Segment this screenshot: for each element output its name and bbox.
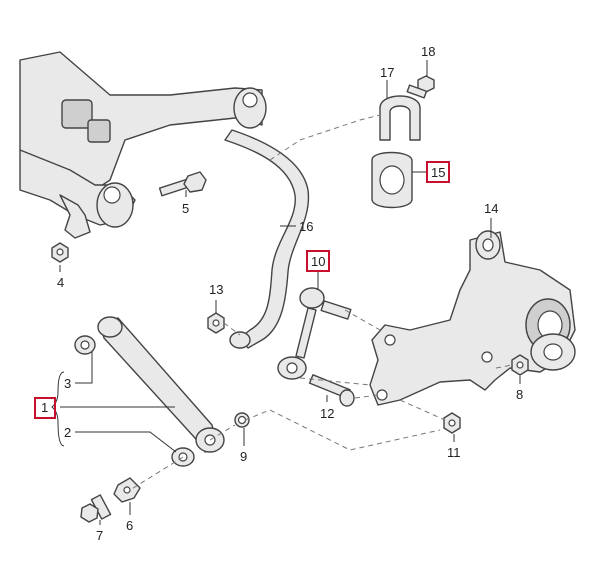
part-18-bolt [406,75,435,99]
leader-lines [51,60,521,525]
label-14: 14 [484,201,498,216]
part-11-nut [443,412,461,434]
part-3-bush [74,335,96,355]
assembly-lines [129,114,513,491]
part-12-bolt [308,374,355,407]
rear-subframe [19,51,267,239]
label-8: 8 [516,387,523,402]
highlight-boxes [34,161,450,419]
label-16: 16 [299,219,313,234]
label-5: 5 [182,201,189,216]
label-2: 2 [64,425,71,440]
part-5-bolt [158,171,207,197]
part-4-nut [51,242,69,263]
part-labels: 18 17 15 14 16 10 5 4 13 12 8 11 9 6 7 3… [41,44,523,543]
label-6: 6 [126,518,133,533]
part-14-wheel-bearing-housing [369,230,576,406]
label-12: 12 [320,406,334,421]
label-10: 10 [311,254,325,269]
part-15-bushing [371,151,413,209]
label-9: 9 [240,449,247,464]
part-16-stabilizer-bar [224,129,310,349]
part-7-bolt [80,494,112,523]
highlight-box-1 [34,397,56,419]
part-10-coupling-rod [277,287,352,380]
part-6-eccentric-washer [113,477,141,503]
part-13-nut [207,312,225,334]
label-17: 17 [380,65,394,80]
part-8-nut [511,354,529,376]
highlight-box-10 [306,250,330,272]
label-3: 3 [64,376,71,391]
label-1: 1 [41,400,48,415]
highlight-box-15 [426,161,450,183]
part-9-circlip [234,412,250,428]
part-1-lower-arm [97,316,225,453]
label-11: 11 [447,445,461,460]
label-13: 13 [209,282,223,297]
label-18: 18 [421,44,435,59]
label-7: 7 [96,528,103,543]
label-4: 4 [57,275,64,290]
label-15: 15 [431,165,445,180]
part-17-clamp [379,95,421,141]
